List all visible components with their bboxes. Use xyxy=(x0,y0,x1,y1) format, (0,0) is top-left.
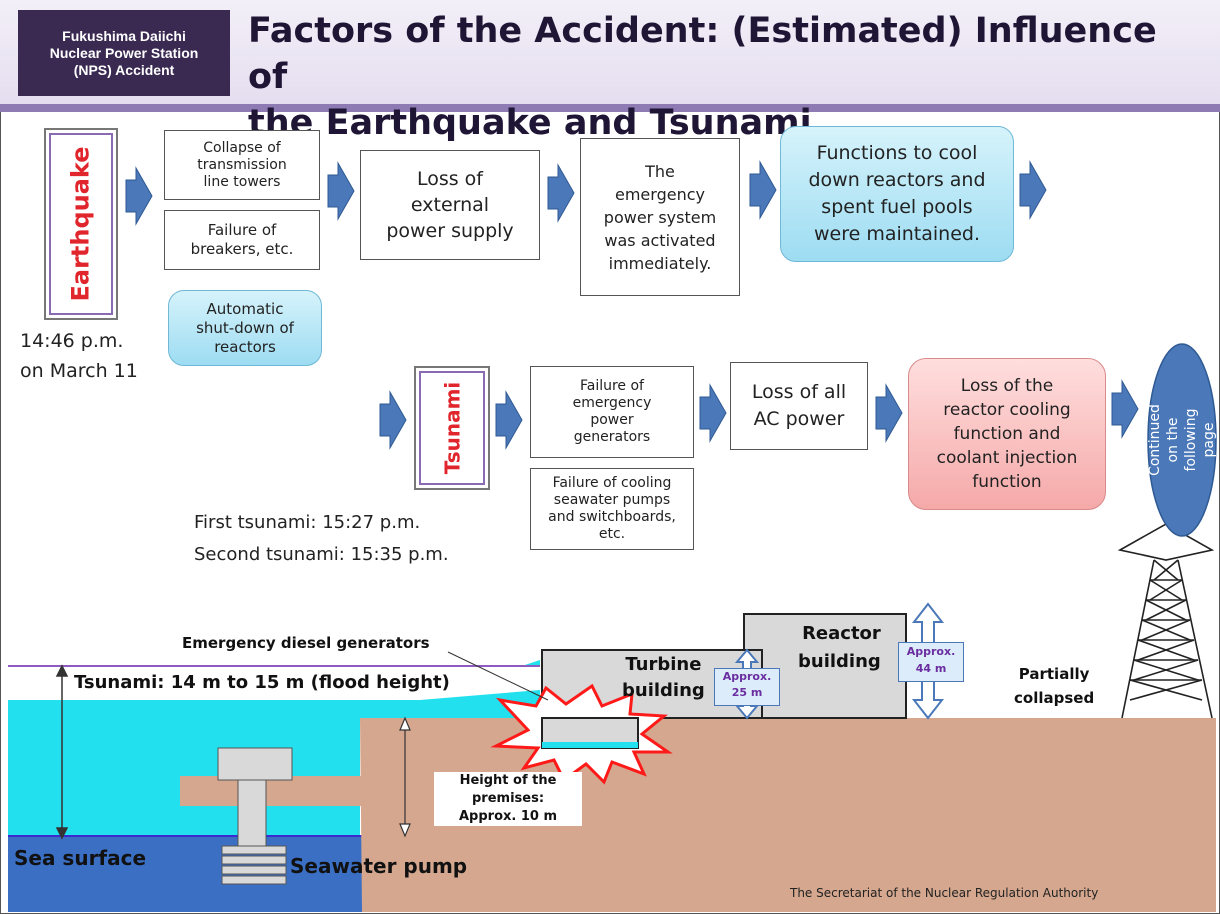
credit-line: The Secretariat of the Nuclear Regulatio… xyxy=(790,886,1099,900)
flood-height-label: Tsunami: 14 m to 15 m (flood height) xyxy=(74,672,450,693)
failure-generators: Failure of emergency power generators xyxy=(530,366,694,458)
premises-height-label: Height of the premises: Approx. 10 m xyxy=(434,772,582,826)
flood-band xyxy=(8,667,540,700)
functions-maintained: Functions to cool down reactors and spen… xyxy=(780,126,1014,262)
cause-breakers: Failure of breakers, etc. xyxy=(164,210,320,270)
arrow-ts-5 xyxy=(1111,379,1139,439)
failure-pumps: Failure of cooling seawater pumps and sw… xyxy=(530,468,694,550)
earthquake-label-box: Earthquake xyxy=(44,128,118,320)
earthquake-label: Earthquake xyxy=(67,146,96,302)
arrow-eq-1 xyxy=(125,166,153,226)
loss-all-ac-power: Loss of all AC power xyxy=(730,362,868,450)
continued-oval xyxy=(1147,343,1217,537)
reactor-building-label: Reactor building xyxy=(798,623,881,672)
arrow-eq-2 xyxy=(327,161,355,221)
diesel-room-water xyxy=(542,742,638,748)
seawater-pump-label: Seawater pump xyxy=(290,854,468,878)
loss-external-power: Loss of external power supply xyxy=(360,150,540,260)
reactor-height-label: Approx. 44 m xyxy=(898,642,964,682)
pump-shaft xyxy=(237,779,267,847)
emergency-power-activated: The emergency power system was activated… xyxy=(580,138,740,296)
premises-height-arrow xyxy=(399,716,411,838)
continued-note-text: Continued on the following page xyxy=(1147,404,1217,476)
partially-collapsed-label: Partially collapsed xyxy=(1014,665,1095,707)
arrow-eq-5 xyxy=(1019,160,1047,220)
pump-base xyxy=(221,845,287,885)
turbine-building-label: Turbine building xyxy=(622,654,705,701)
intake-pier xyxy=(180,776,362,806)
loss-cooling-function: Loss of the reactor cooling function and… xyxy=(908,358,1106,510)
arrow-eq-4 xyxy=(749,160,777,220)
arrow-ts-4 xyxy=(875,383,903,443)
header-badge: Fukushima Daiichi Nuclear Power Station … xyxy=(18,10,230,96)
tsunami-label-box: Tsunami xyxy=(414,366,490,490)
second-tsunami-time: Second tsunami: 15:35 p.m. xyxy=(194,544,449,565)
arrow-ts-3 xyxy=(699,383,727,443)
sea-surface-label: Sea surface xyxy=(14,846,147,870)
sea-deep xyxy=(8,836,362,912)
continued-note: Continued on the following page xyxy=(1147,346,1217,534)
header-band xyxy=(0,104,1220,112)
arrow-ts-2 xyxy=(495,390,523,450)
pump-top xyxy=(217,747,293,781)
flood-height-arrow xyxy=(55,664,69,840)
first-tsunami-time: First tsunami: 15:27 p.m. xyxy=(194,512,421,533)
diesel-leader-line xyxy=(447,651,549,701)
transmission-tower xyxy=(1117,523,1215,719)
cause-transmission-towers: Collapse of transmission line towers xyxy=(164,130,320,200)
auto-shutdown: Automatic shut-down of reactors xyxy=(168,290,322,366)
arrow-ts-1 xyxy=(379,390,407,450)
diesel-generators-label: Emergency diesel generators xyxy=(182,634,430,652)
tsunami-label: Tsunami xyxy=(440,381,464,475)
page-title: Factors of the Accident: (Estimated) Inf… xyxy=(248,11,1157,143)
turbine-height-label: Approx. 25 m xyxy=(714,668,780,706)
arrow-eq-3 xyxy=(547,163,575,223)
earthquake-time: 14:46 p.m. on March 11 xyxy=(20,330,138,382)
